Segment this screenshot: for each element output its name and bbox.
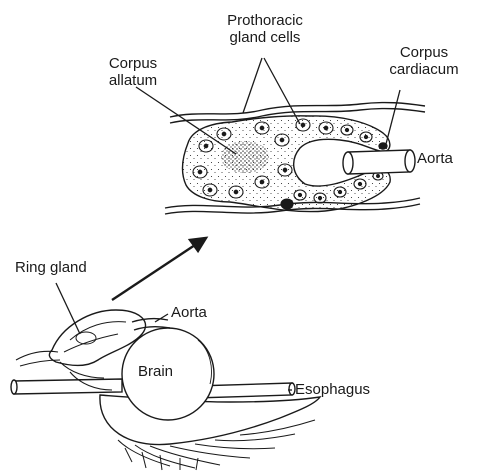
- corpus-cardiacum-label-line2: cardiacum: [376, 61, 472, 78]
- aorta-tube-upper: [343, 150, 415, 174]
- prothoracic-label: Prothoracic gland cells: [215, 12, 315, 46]
- upper-membrane: [170, 103, 425, 117]
- corpus-cardiacum-label: Corpus cardiacum: [376, 44, 472, 78]
- corpus-allatum-label-line1: Corpus: [95, 55, 171, 72]
- corpus-allatum-label: Corpus allatum: [95, 55, 171, 89]
- prothoracic-leader-left: [243, 58, 262, 113]
- aorta-upper-label: Aorta: [417, 150, 453, 167]
- esophagus-left-tube: [14, 379, 122, 394]
- esophagus-label: Esophagus: [295, 381, 370, 398]
- corpus-allatum-region: [221, 141, 269, 173]
- ring-gland-leader: [56, 283, 80, 334]
- aorta-lower-label: Aorta: [171, 304, 207, 321]
- brain-complex: [11, 310, 320, 470]
- corpus-cardiacum-leader: [386, 90, 400, 144]
- brain-label: Brain: [138, 363, 173, 380]
- prothoracic-label-line2: gland cells: [215, 29, 315, 46]
- magnify-arrow: [112, 238, 206, 300]
- ring-gland-label: Ring gland: [15, 259, 87, 276]
- prothoracic-label-line1: Prothoracic: [215, 12, 315, 29]
- corpus-allatum-label-line2: allatum: [95, 72, 171, 89]
- corpus-cardiacum-label-line1: Corpus: [376, 44, 472, 61]
- ring-gland-enlarged: [165, 103, 425, 214]
